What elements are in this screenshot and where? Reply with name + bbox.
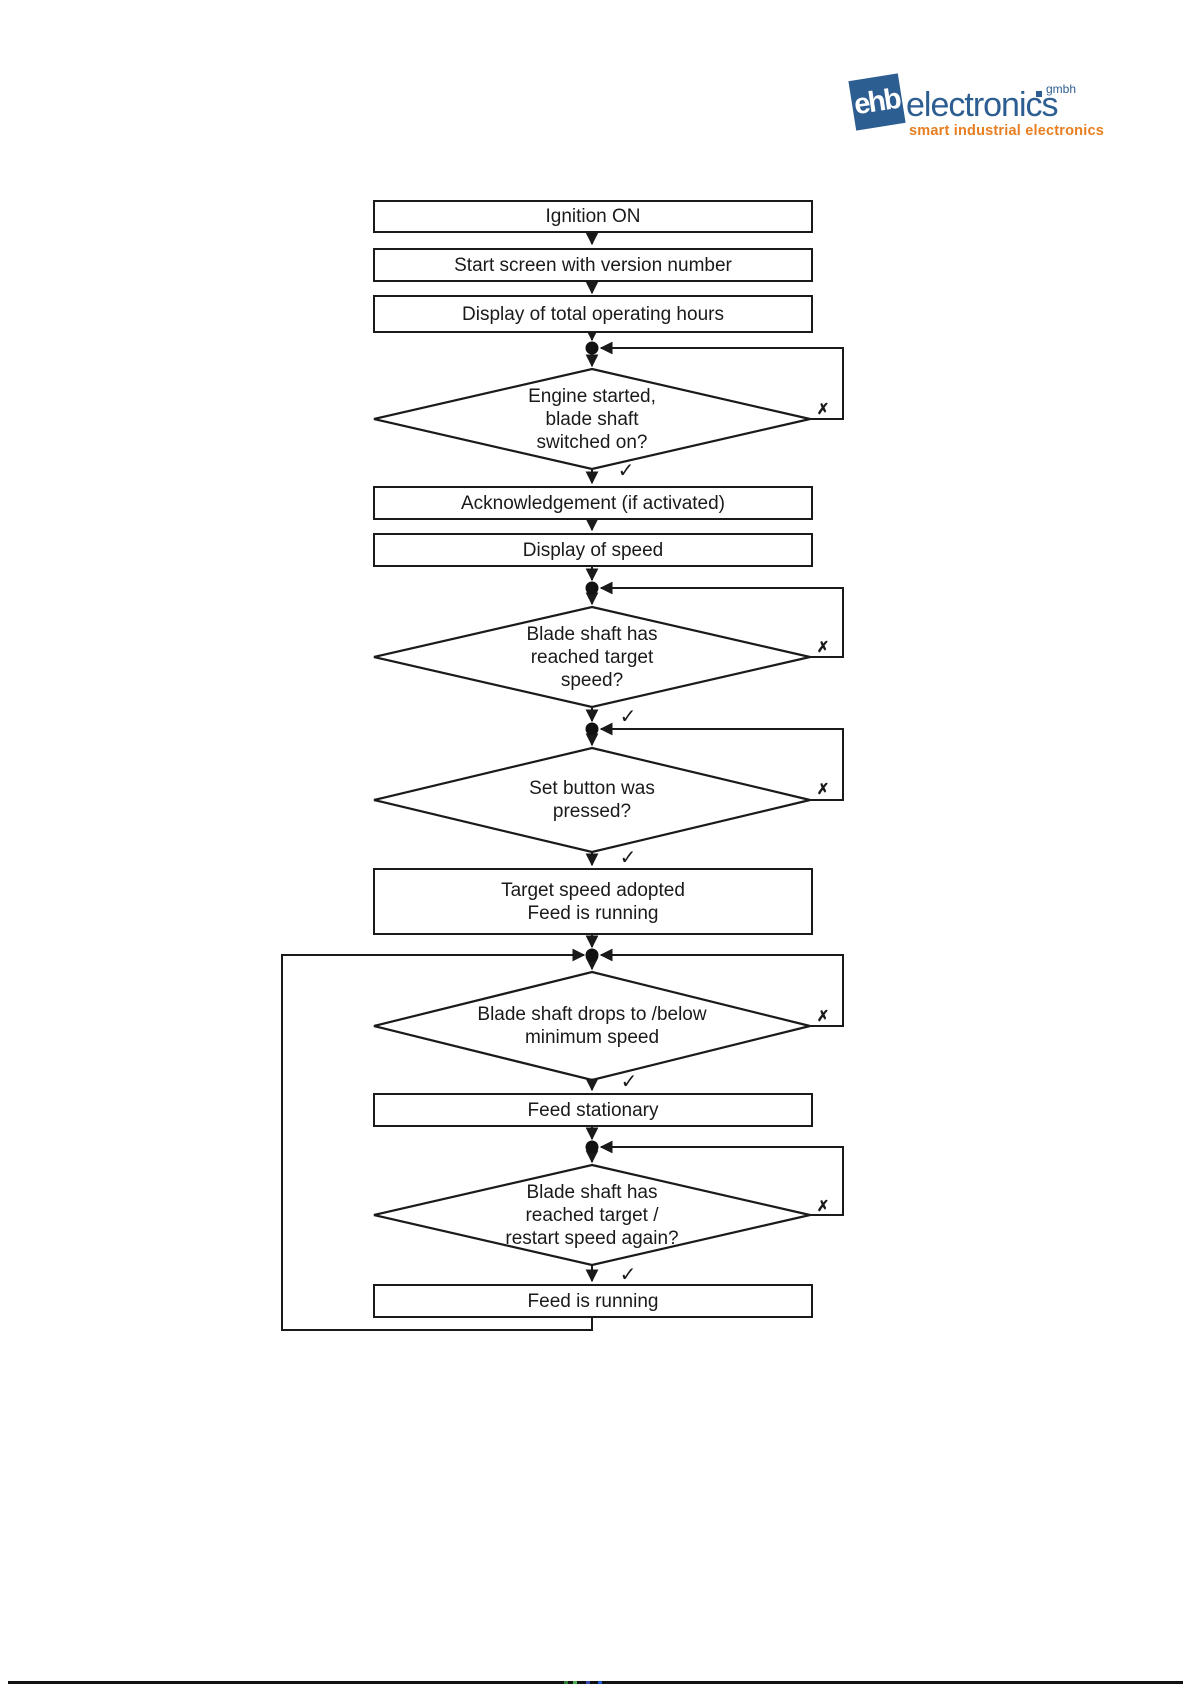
- decision-diamond-set-button: [373, 746, 811, 854]
- decision-diamond-engine-started: [373, 367, 811, 471]
- junction-dot: [585, 1140, 599, 1154]
- decision-diamond-minimum-speed: [373, 970, 811, 1082]
- decision-diamond-restart-speed: [373, 1163, 811, 1267]
- check-icon: ✓: [619, 706, 637, 728]
- junction-dot: [585, 948, 599, 962]
- decision-diamonds: [373, 367, 811, 1267]
- junction-dot: [585, 581, 599, 595]
- check-icon: ✓: [620, 1071, 638, 1093]
- junction-dot: [585, 722, 599, 736]
- cross-icon: ✗: [816, 781, 830, 798]
- check-icon: ✓: [619, 1264, 637, 1286]
- no-loop-arrow: [599, 341, 844, 420]
- process-box-acknowledgement: Acknowledgement (if activated): [373, 486, 813, 520]
- process-box-display-speed: Display of speed: [373, 533, 813, 567]
- cross-icon: ✗: [816, 639, 830, 656]
- process-box-feed-stationary: Feed stationary: [373, 1093, 813, 1127]
- decision-diamond-target-speed: [373, 605, 811, 709]
- junction-dot: [585, 341, 599, 355]
- company-logo: ehb electronics gmbh smart industrial el…: [845, 70, 1125, 148]
- page-footer-line: [8, 1681, 1183, 1684]
- no-loop-arrow: [599, 1140, 844, 1216]
- process-box-feed-running: Feed is running: [373, 1284, 813, 1318]
- cross-icon: ✗: [816, 1008, 830, 1025]
- junction-dots: [585, 341, 599, 1154]
- process-box-target-speed-adopted: Target speed adopted Feed is running: [373, 868, 813, 935]
- process-box-start-screen: Start screen with version number: [373, 248, 813, 282]
- process-box-operating-hours: Display of total operating hours: [373, 295, 813, 333]
- no-loop-arrows: [599, 341, 844, 1216]
- logo-square-dot-icon: [1036, 91, 1042, 97]
- check-icon: ✓: [619, 847, 637, 869]
- logo-tagline: smart industrial electronics: [909, 123, 1104, 139]
- cross-icon: ✗: [816, 1198, 830, 1215]
- no-loop-arrow: [599, 948, 844, 1027]
- no-loop-arrow: [599, 581, 844, 658]
- no-loop-arrow: [599, 722, 844, 801]
- logo-electronics-text: electronics: [906, 86, 1059, 124]
- return-loop-arrow: [281, 948, 593, 1331]
- cross-icon: ✗: [816, 401, 830, 418]
- check-icon: ✓: [617, 460, 635, 482]
- logo-gmbh-text: gmbh: [1046, 82, 1077, 96]
- process-box-ignition-on: Ignition ON: [373, 200, 813, 233]
